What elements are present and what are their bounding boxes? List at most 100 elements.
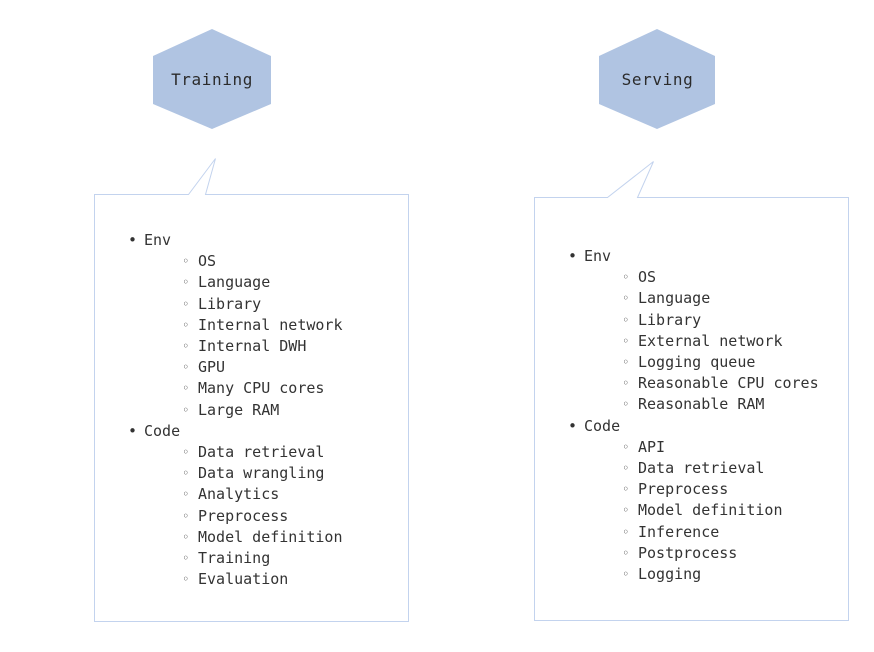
serving-callout: • Env ◦ OS ◦ Language ◦Library ◦ External n… [534,161,849,621]
bullet-level1-icon: • [128,421,138,440]
item-label: Data wrangling [198,464,325,483]
item-label: OS [198,252,217,271]
list-item: ◦Library [622,310,842,331]
training-hexagon-shape [153,29,271,129]
list-item: ◦Model definition [182,527,402,548]
item-label: Analytics [198,485,280,504]
bullet-level2-icon: ◦ [182,402,190,417]
serving-group-code: • Code ◦ API ◦ Data retrieval ◦ Preprocess … [568,416,842,586]
bullet-level2-icon: ◦ [182,254,190,269]
item-label: Library [198,294,262,313]
group-label: Code [144,421,181,440]
item-label: Language [638,289,711,308]
serving-hexagon-shape [599,29,715,129]
group-label: Env [584,247,612,265]
list-item: ◦ Data retrieval [622,458,842,479]
bullet-level2-icon: ◦ [182,487,190,502]
training-group-code: • Code ◦ Data retrieval ◦ Data wrangling ◦… [128,421,402,591]
list-item: ◦ Inference [622,522,842,543]
bullet-level2-icon: ◦ [622,312,630,327]
list-item: ◦ External network [622,331,842,352]
item-label: Language [198,273,271,292]
bullet-level2-icon: ◦ [182,317,190,332]
list-item: ◦ Library [182,294,402,315]
item-label: Reasonable CPU cores [638,374,819,393]
bullet-level2-icon: ◦ [182,275,190,290]
bullet-level2-icon: ◦ [622,439,630,454]
training-group-env: • Env ◦ OS ◦ Language ◦ Library ◦ Internal n… [128,230,402,421]
item-label: Many CPU cores [198,379,325,398]
item-label: External network [638,331,783,350]
serving-list: • Env ◦ OS ◦ Language ◦Library ◦ External n… [546,246,842,585]
list-item: ◦ OS [622,267,842,288]
list-item: ◦ Internal network [182,315,402,336]
training-callout-content: • Env ◦ OS ◦ Language ◦ Library ◦ Internal n… [106,230,402,610]
bullet-level2-icon: ◦ [622,376,630,391]
bullet-level2-icon: ◦ [182,445,190,460]
list-item: ◦ Analytics [182,484,402,505]
serving-code-items: ◦ API ◦ Data retrieval ◦ Preprocess ◦Model … [584,437,842,585]
list-item: ◦ Reasonable CPU cores [622,373,842,394]
list-item: ◦ Training [182,548,402,569]
list-item: ◦ Preprocess [622,479,842,500]
item-label: Postprocess [638,543,738,562]
item-label: API [638,437,666,456]
item-label: Evaluation [198,570,289,589]
group-label: Code [584,416,621,435]
bullet-level2-icon: ◦ [622,503,630,518]
training-list: • Env ◦ OS ◦ Language ◦ Library ◦ Internal n… [106,230,402,590]
bullet-level2-icon: ◦ [182,508,190,523]
list-item: ◦ Evaluation [182,569,402,590]
bullet-level1-icon: • [568,416,578,435]
list-item: ◦ Internal DWH [182,336,402,357]
bullet-level2-icon: ◦ [182,296,190,311]
bullet-level2-icon: ◦ [622,291,630,306]
bullet-level2-icon: ◦ [182,339,190,354]
bullet-level2-icon: ◦ [622,545,630,560]
training-hexagon-wrap: Training [149,29,275,129]
training-callout: • Env ◦ OS ◦ Language ◦ Library ◦ Internal n… [94,158,409,622]
bullet-level2-icon: ◦ [182,466,190,481]
item-label: GPU [198,358,226,377]
item-label: Data retrieval [638,459,765,478]
item-label: Internal DWH [198,337,307,356]
item-label: Logging [638,565,702,584]
bullet-level2-icon: ◦ [622,333,630,348]
list-item: ◦Logging queue [622,352,842,373]
item-label: Data retrieval [198,443,325,462]
list-item: ◦ Data retrieval [182,442,402,463]
training-callout-outline [94,158,409,622]
item-label: Logging queue [638,353,756,372]
bullet-level2-icon: ◦ [622,461,630,476]
serving-callout-content: • Env ◦ OS ◦ Language ◦Library ◦ External n… [546,246,842,606]
serving-callout-outline [534,161,849,621]
bullet-level1-icon: • [128,231,138,249]
item-label: OS [638,268,657,287]
list-item: ◦ API [622,437,842,458]
item-label: Preprocess [198,506,289,525]
bullet-level2-icon: ◦ [182,529,190,544]
list-item: ◦Logging [622,564,842,585]
bullet-level2-icon: ◦ [622,270,630,285]
item-label: Training [198,549,271,568]
list-item: ◦Model definition [622,500,842,521]
training-code-items: ◦ Data retrieval ◦ Data wrangling ◦ Analyti… [144,442,402,590]
group-label: Env [144,231,172,249]
list-item: ◦ Reasonable RAM [622,394,842,415]
item-label: Reasonable RAM [638,395,765,414]
bullet-level2-icon: ◦ [622,524,630,539]
bullet-level2-icon: ◦ [182,572,190,587]
list-item: ◦ Data wrangling [182,463,402,484]
item-label: Large RAM [198,400,280,419]
bullet-level2-icon: ◦ [622,482,630,497]
list-item: ◦ OS [182,251,402,272]
list-item: ◦ Language [622,288,842,309]
bullet-level2-icon: ◦ [622,397,630,412]
item-label: Internal network [198,315,343,334]
item-label: Inference [638,522,720,541]
item-label: Preprocess [638,480,729,499]
bullet-level2-icon: ◦ [182,360,190,375]
bullet-level2-icon: ◦ [182,551,190,566]
training-env-items: ◦ OS ◦ Language ◦ Library ◦ Internal network… [144,251,402,421]
